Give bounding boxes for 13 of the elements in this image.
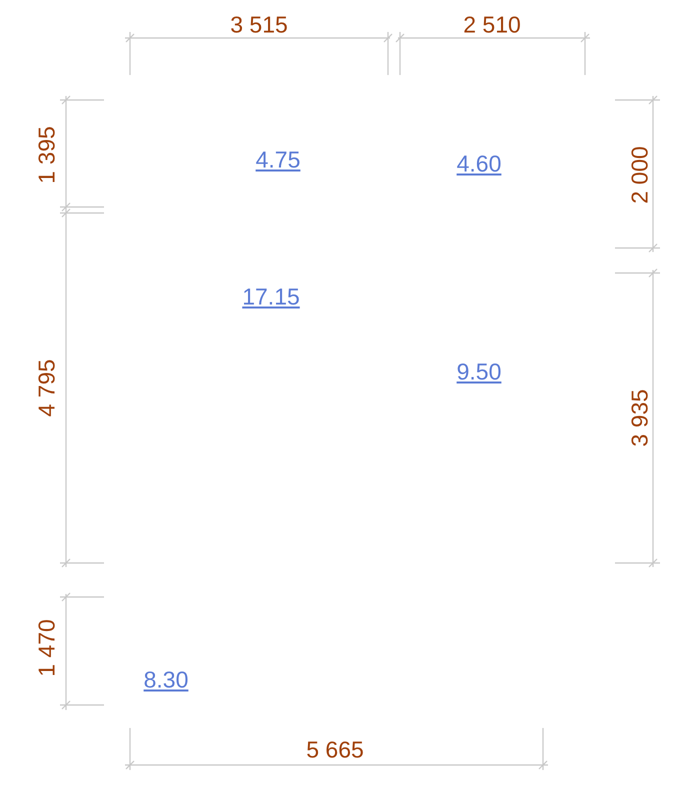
dimension-label: 4 795 — [36, 359, 58, 417]
dimension-label: 3 935 — [628, 389, 652, 447]
dimension-label: 1 470 — [36, 619, 58, 677]
dimension-label: 3 515 — [230, 14, 288, 36]
room-area-label: 9.50 — [456, 360, 502, 384]
room-area-label: 4.75 — [256, 148, 300, 172]
dimension-label: 2 000 — [628, 146, 652, 204]
room-area-label: 8.30 — [144, 668, 188, 692]
dimension-label: 2 510 — [463, 14, 521, 36]
room-area-label: 17.15 — [242, 286, 300, 308]
dimension-label: 5 665 — [306, 738, 364, 762]
dimension-label: 1 395 — [36, 126, 58, 184]
room-area-label: 4.60 — [456, 152, 502, 176]
